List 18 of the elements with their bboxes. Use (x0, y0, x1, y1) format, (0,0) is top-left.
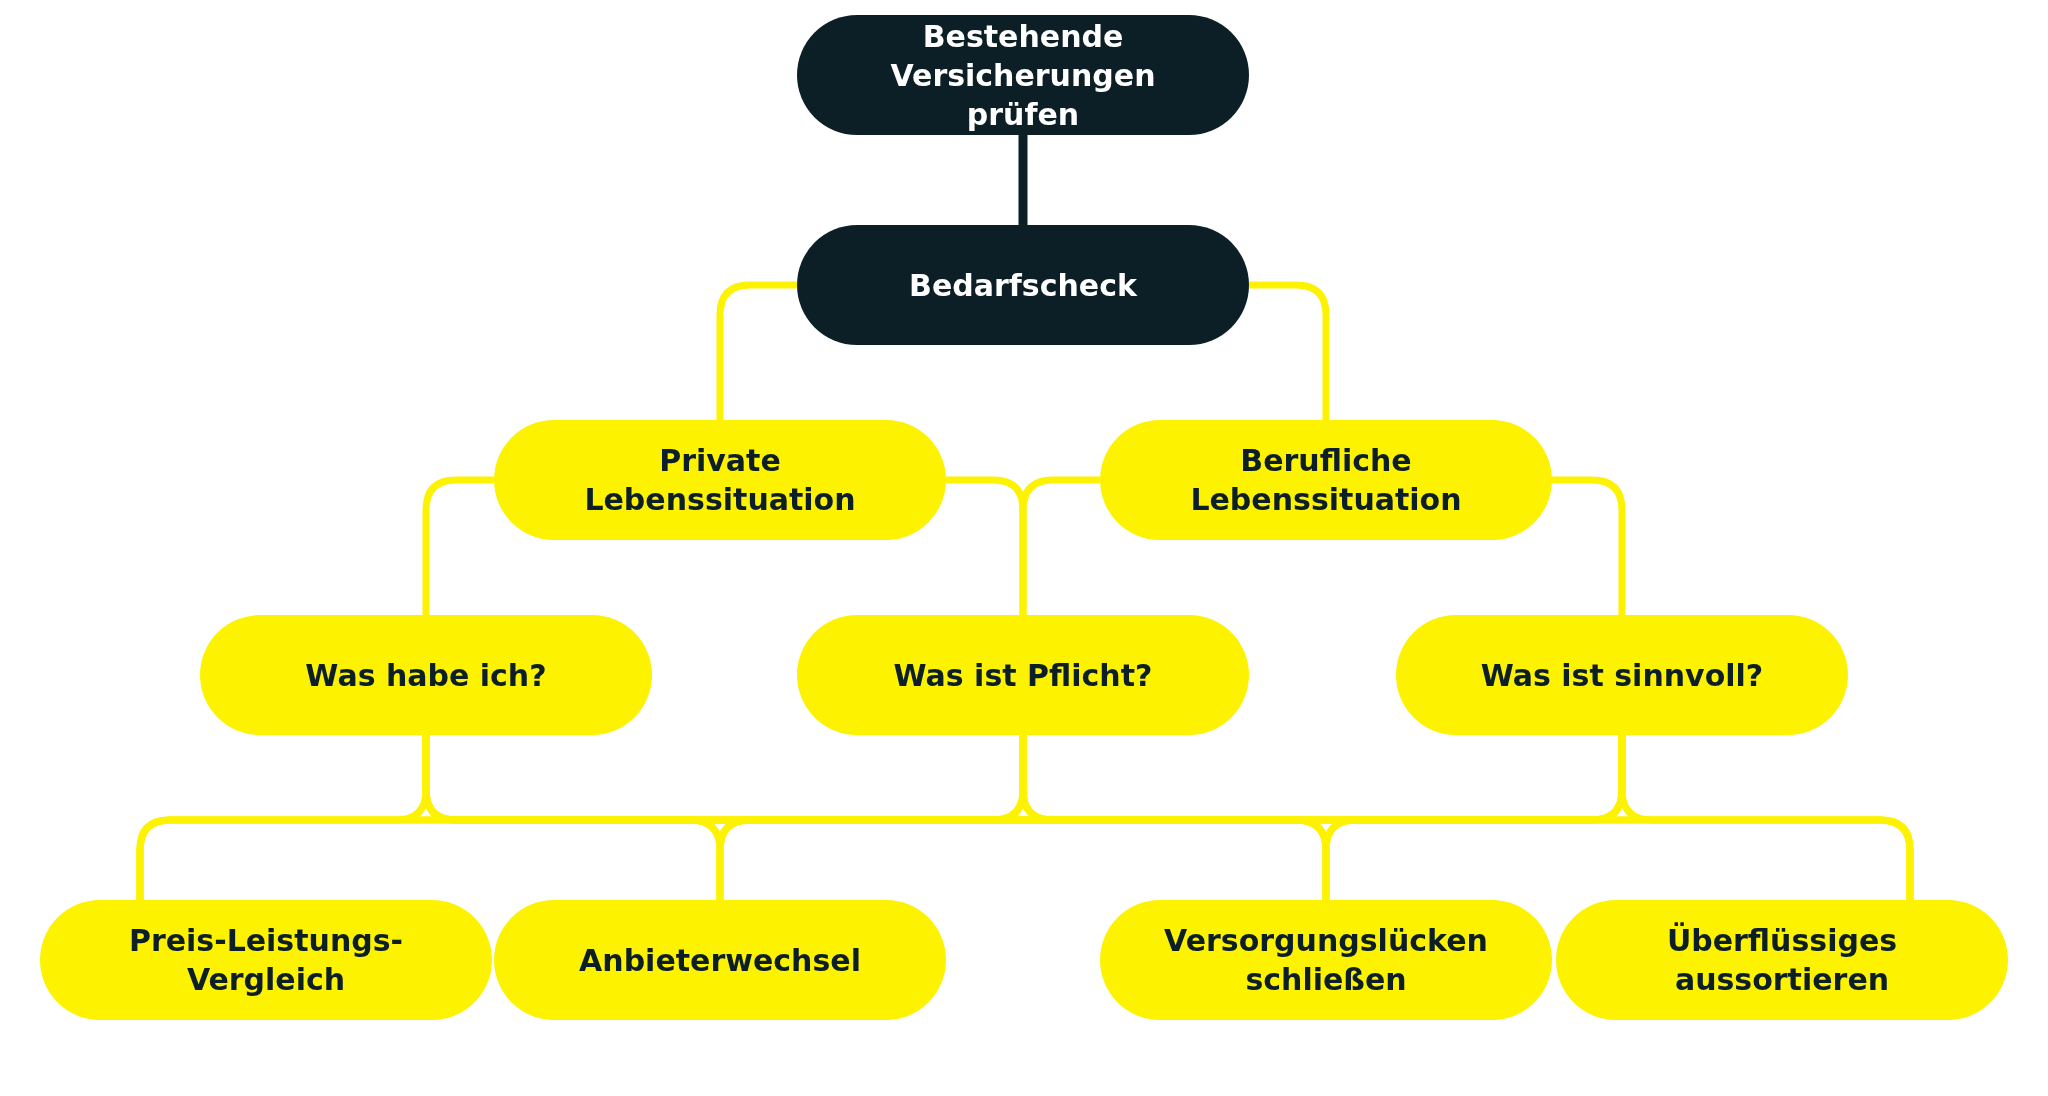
node-label: Versorgungslücken schließen (1163, 922, 1489, 999)
node-label: Preis-Leistungs-Vergleich (127, 922, 405, 999)
connector-line (716, 281, 797, 420)
node-label: Bestehende Versicherungen prüfen (889, 17, 1157, 134)
node-label: Was habe ich? (305, 656, 547, 695)
connector-line (422, 476, 494, 615)
node-label: Was ist Pflicht? (893, 656, 1153, 695)
node-label: Anbieterwechsel (579, 941, 861, 980)
node-label: Bedarfscheck (909, 266, 1137, 305)
connector-line (1019, 476, 1100, 615)
connector-line (1618, 735, 1914, 900)
connector-line (1552, 476, 1626, 615)
connector-line (1249, 281, 1330, 420)
node-label: Was ist sinnvoll? (1480, 656, 1764, 695)
node-label: Private Lebenssituation (583, 442, 857, 519)
node-label: Überflüssiges aussortieren (1665, 921, 1899, 999)
connector-line (1018, 135, 1028, 225)
node-label: Berufliche Lebenssituation (1189, 442, 1463, 519)
